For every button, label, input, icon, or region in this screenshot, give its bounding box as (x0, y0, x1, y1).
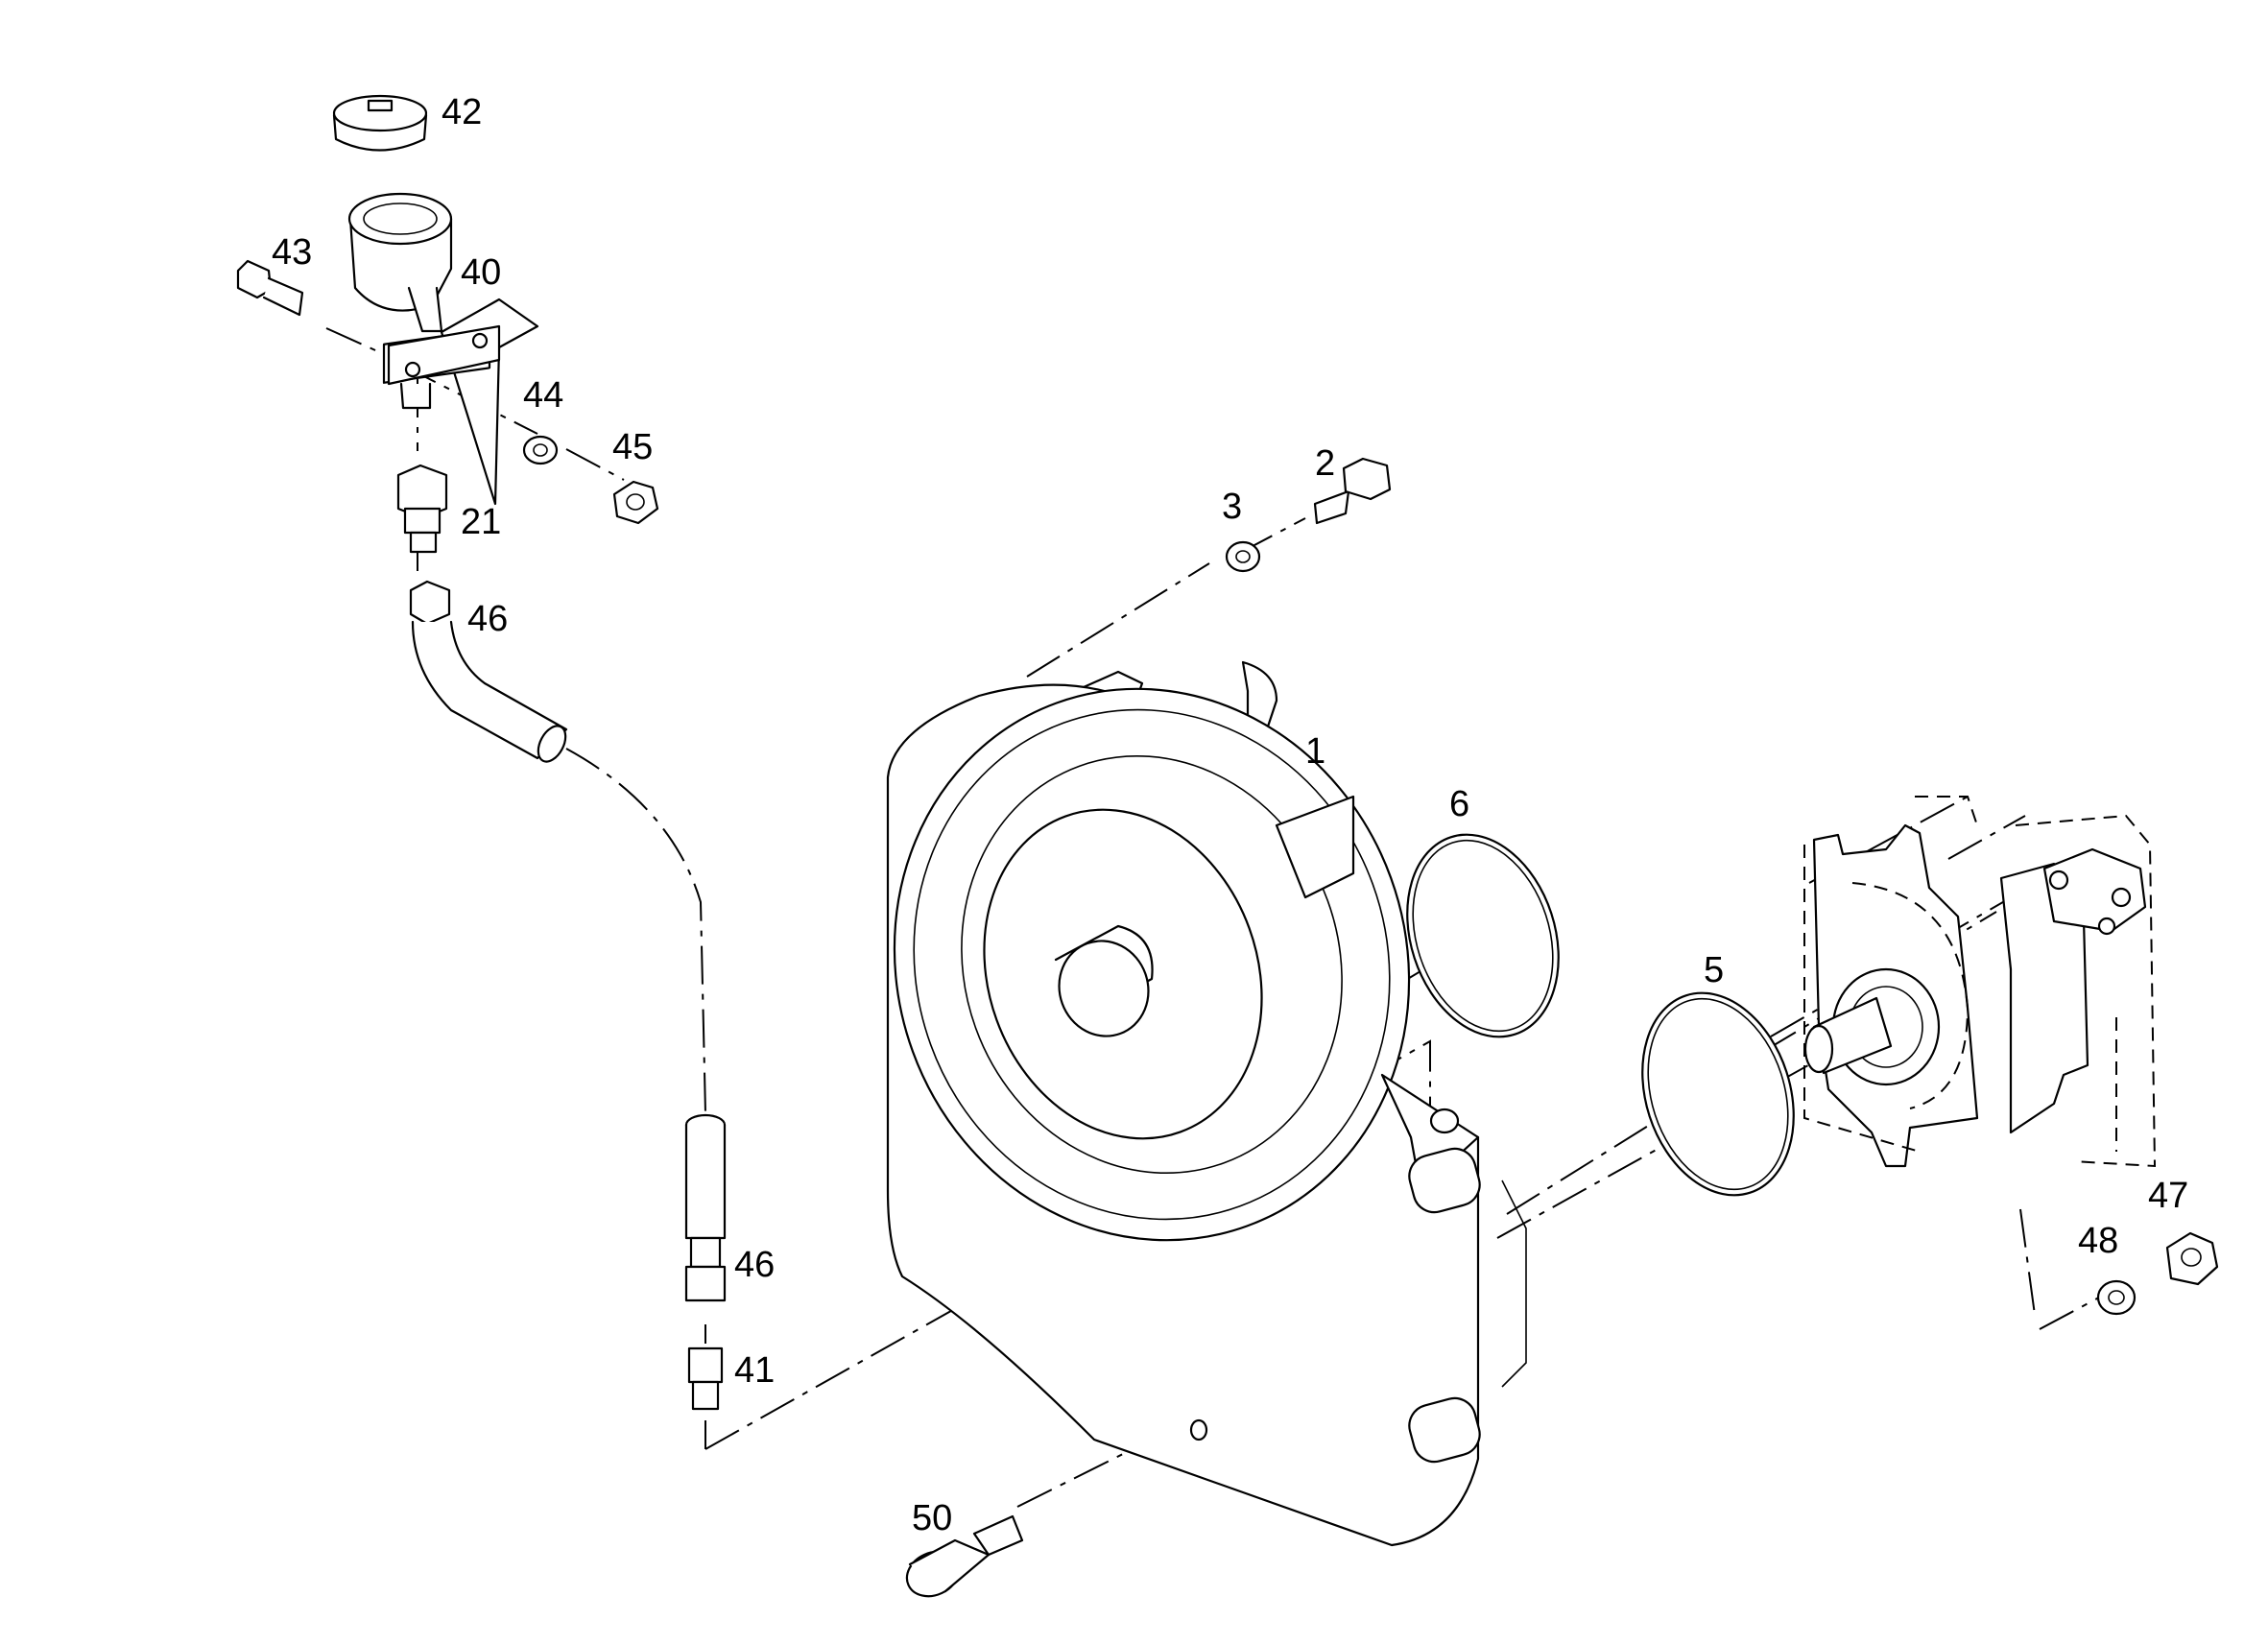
part-5-o-ring (1641, 991, 1795, 1197)
callout-41: 41 (734, 1350, 775, 1391)
callout-43: 43 (272, 232, 312, 273)
callout-42: 42 (442, 92, 482, 132)
part-48-washer (2096, 1279, 2137, 1316)
part-21-fitting (396, 464, 448, 554)
part-6-o-ring (1406, 833, 1560, 1038)
callout-48: 48 (2078, 1221, 2118, 1261)
part-44-washer (522, 435, 559, 465)
callout-3: 3 (1222, 487, 1242, 527)
hydraulic-pump (1803, 796, 2157, 1168)
part-3-washer (1225, 540, 1261, 573)
callout-5: 5 (1704, 950, 1724, 990)
part-46-hose-upper (409, 580, 568, 763)
part-47-nut (2165, 1231, 2219, 1286)
callout-2: 2 (1315, 443, 1335, 484)
part-42-filler-cap (332, 94, 428, 152)
callout-46-upper: 46 (467, 599, 508, 639)
part-1-housing (886, 660, 1527, 1547)
callout-47: 47 (2148, 1176, 2188, 1216)
part-41-adapter (687, 1346, 724, 1411)
part-50-plug (905, 1514, 1024, 1598)
callout-6: 6 (1449, 784, 1469, 824)
part-43-bolt (236, 259, 304, 317)
callout-46-lower: 46 (734, 1245, 775, 1285)
part-45-nut (612, 480, 659, 525)
callout-1: 1 (1305, 731, 1325, 772)
callout-21: 21 (461, 502, 501, 542)
part-2-bolt (1313, 457, 1392, 525)
callout-labels: 42 40 43 44 45 21 46 46 41 2 3 1 6 5 47 … (272, 92, 2188, 1538)
callout-40: 40 (461, 252, 501, 293)
part-40-filler-neck (347, 192, 539, 506)
callout-45: 45 (612, 427, 653, 467)
part-46-hose-lower (684, 1113, 727, 1302)
callout-44: 44 (523, 375, 563, 416)
callout-50: 50 (912, 1498, 952, 1538)
